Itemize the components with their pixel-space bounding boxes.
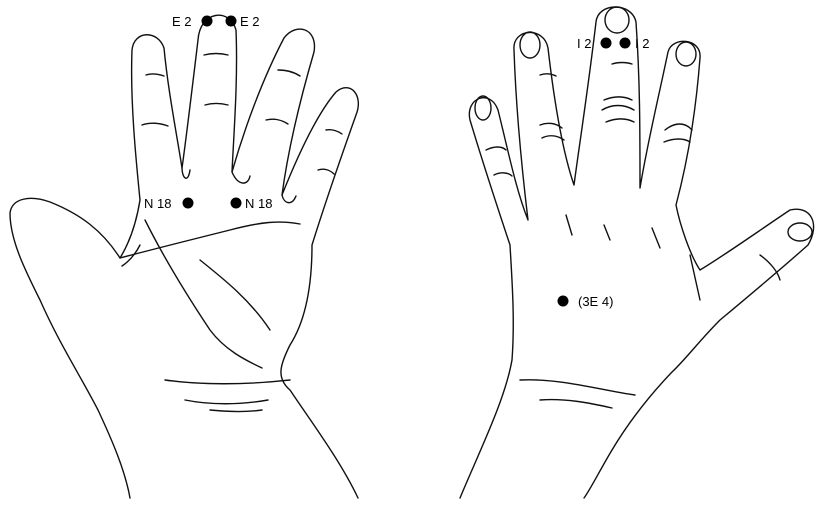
label-e2-left: E 2: [172, 15, 192, 28]
ze4-dot: [558, 296, 569, 307]
label-n18-left: N 18: [144, 197, 171, 210]
i2-left-dot: [601, 38, 612, 49]
e2-left-dot: [202, 16, 213, 27]
i2-right-dot: [620, 38, 631, 49]
n18-right-dot: [231, 198, 242, 209]
label-i2-left: I 2: [577, 37, 591, 50]
right-hand-back: [460, 7, 814, 498]
label-ze4: (3E 4): [578, 295, 613, 308]
e2-right-dot: [226, 16, 237, 27]
label-n18-right: N 18: [245, 197, 272, 210]
left-hand-palm: [10, 15, 358, 498]
label-i2-right: I 2: [635, 37, 649, 50]
acupoint-markers: [183, 16, 631, 307]
n18-left-dot: [183, 198, 194, 209]
label-e2-right: E 2: [240, 15, 260, 28]
